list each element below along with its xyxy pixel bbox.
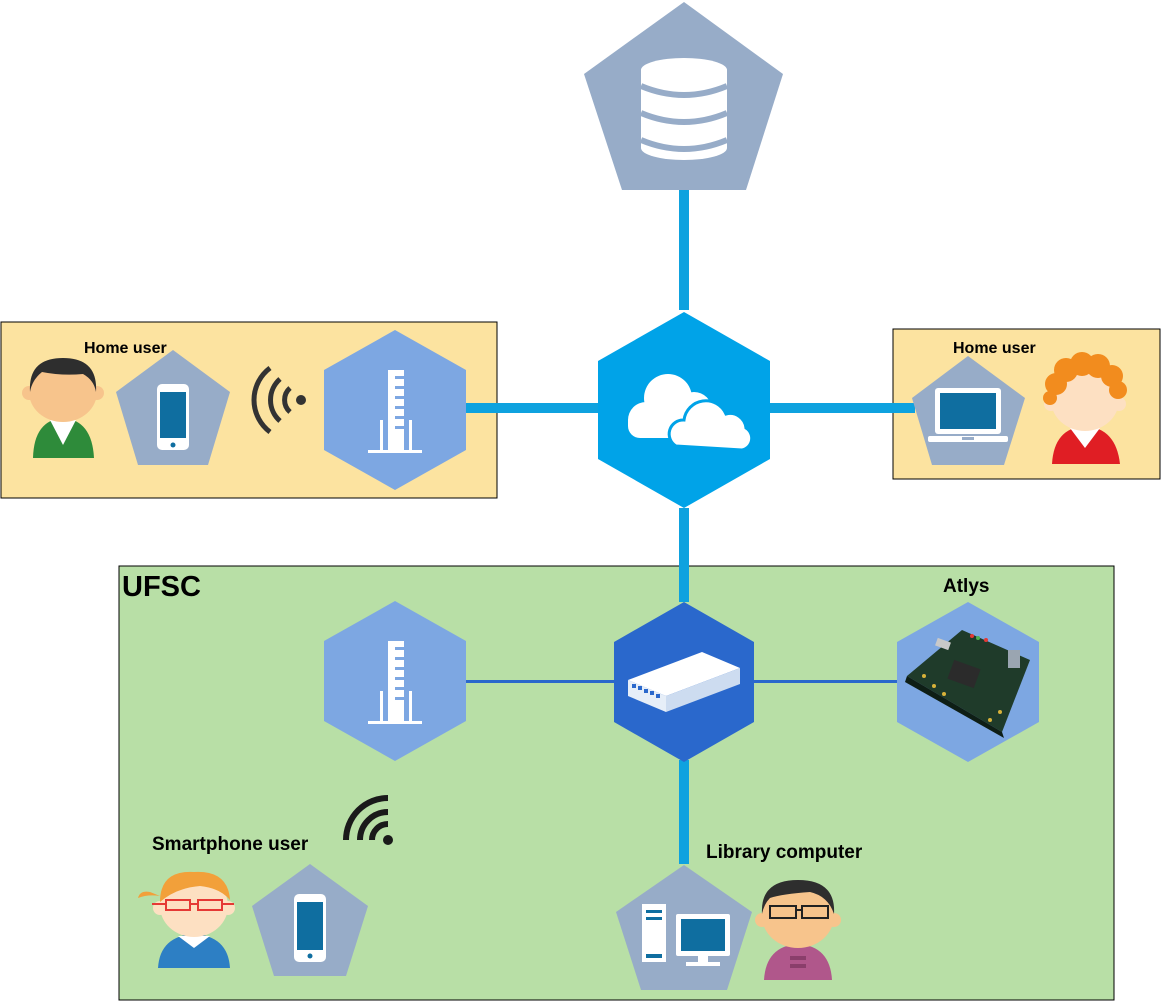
- user-avatar-icon: [138, 871, 235, 968]
- smartphone-user-label: Smartphone user: [152, 834, 309, 855]
- router-icon: [368, 641, 422, 724]
- ufsc-phone-node[interactable]: [252, 864, 368, 976]
- library-computer-label: Library computer: [706, 842, 863, 863]
- smartphone-user-avatar: [138, 871, 235, 968]
- wifi-icon: [251, 366, 306, 434]
- desktop-computer-icon: [642, 904, 730, 966]
- user-avatar-icon: [755, 880, 841, 980]
- user-avatar-icon: [22, 358, 104, 458]
- home-router-node[interactable]: [324, 330, 466, 490]
- smartphone-icon: [294, 894, 326, 962]
- home-user-left-avatar: [22, 358, 104, 458]
- user-avatar-icon: [1043, 352, 1127, 464]
- library-user-avatar: [755, 880, 841, 980]
- links: [465, 190, 915, 864]
- fpga-board-icon: [905, 630, 1030, 738]
- ufsc-switch-node[interactable]: [614, 602, 754, 762]
- network-switch-icon: [628, 652, 740, 712]
- cloud-icon: [628, 374, 754, 452]
- database-node[interactable]: [584, 2, 783, 190]
- home-user-right-label: Home user: [953, 340, 1036, 357]
- link-switch-board: [752, 680, 900, 683]
- atlys-node[interactable]: [897, 602, 1039, 762]
- cloud-node[interactable]: [598, 312, 770, 508]
- smartphone-icon: [157, 384, 189, 450]
- laptop-icon: [928, 388, 1008, 442]
- home-user-left-label: Home user: [84, 340, 167, 357]
- link-cloud-laptop: [770, 403, 915, 413]
- ufsc-label: UFSC: [122, 571, 201, 603]
- atlys-label: Atlys: [943, 576, 989, 597]
- link-cloud-switch: [679, 508, 689, 602]
- link-router-cloud: [465, 403, 599, 413]
- router-icon: [368, 370, 422, 453]
- wifi-icon: [343, 795, 393, 845]
- link-db-cloud: [679, 190, 689, 310]
- home-phone-node[interactable]: [116, 350, 230, 465]
- home-laptop-node[interactable]: [912, 356, 1025, 465]
- database-icon: [639, 58, 729, 160]
- home-user-right-avatar: [1043, 352, 1127, 464]
- link-switch-library: [679, 760, 689, 864]
- link-router-switch: [465, 680, 615, 683]
- ufsc-router-node[interactable]: [324, 601, 466, 761]
- library-computer-node[interactable]: [616, 865, 752, 990]
